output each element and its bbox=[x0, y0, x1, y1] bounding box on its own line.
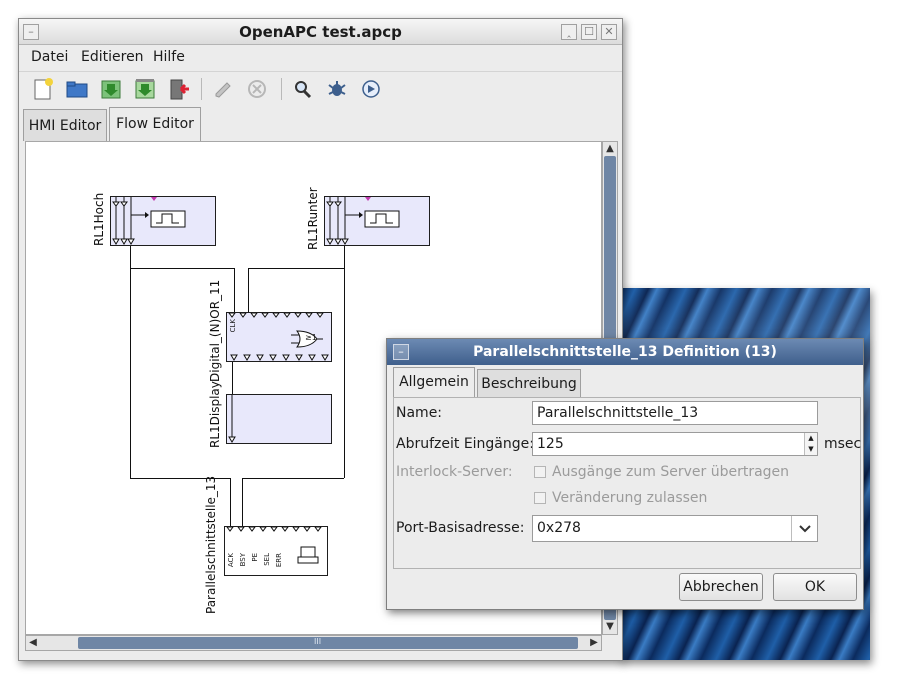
grip-icon: III bbox=[314, 637, 322, 646]
wire bbox=[230, 478, 231, 526]
send-outputs-label: Ausgänge zum Server übertragen bbox=[552, 464, 790, 480]
pin-label: PE bbox=[251, 553, 259, 562]
poll-time-unit: msec bbox=[824, 436, 862, 452]
cancel-icon[interactable] bbox=[243, 76, 271, 102]
wire bbox=[130, 242, 131, 478]
wire bbox=[130, 268, 234, 269]
scroll-down-icon[interactable]: ▼ bbox=[606, 621, 614, 632]
wire bbox=[248, 268, 249, 313]
ok-button[interactable]: OK bbox=[773, 573, 857, 601]
search-icon[interactable] bbox=[289, 76, 317, 102]
wire bbox=[248, 268, 344, 269]
toolbar-separator bbox=[281, 78, 282, 100]
allow-change-label: Veränderung zulassen bbox=[552, 490, 708, 506]
name-label: Name: bbox=[396, 405, 443, 421]
send-outputs-checkbox[interactable] bbox=[534, 466, 546, 478]
wire bbox=[130, 478, 230, 479]
close-icon[interactable]: ✕ bbox=[601, 24, 617, 40]
flow-block-rl1display[interactable] bbox=[226, 394, 332, 444]
wire bbox=[242, 478, 344, 479]
port-base-select[interactable]: 0x278 bbox=[532, 515, 818, 542]
exit-icon[interactable] bbox=[165, 76, 193, 102]
menu-editieren[interactable]: Editieren bbox=[81, 49, 144, 65]
definition-dialog: Parallelschnittstelle_13 Definition (13)… bbox=[386, 338, 864, 610]
poll-time-label: Abrufzeit Eingänge: bbox=[396, 436, 534, 452]
general-panel: Name: Parallelschnittstelle_13 Abrufzeit… bbox=[393, 397, 861, 569]
new-file-icon[interactable] bbox=[29, 76, 57, 102]
horizontal-scrollbar[interactable]: ◀ III ▶ bbox=[25, 635, 602, 651]
block-label: Parallelschnittstelle_13 bbox=[204, 475, 218, 614]
maximize-icon[interactable]: ☐ bbox=[581, 24, 597, 40]
poll-time-stepper[interactable]: ▲▼ bbox=[804, 433, 817, 455]
open-folder-icon[interactable] bbox=[63, 76, 91, 102]
tab-flow-editor[interactable]: Flow Editor bbox=[109, 107, 201, 142]
block-label: RL1Hoch bbox=[92, 192, 106, 246]
cancel-button[interactable]: Abbrechen bbox=[679, 573, 763, 601]
wire bbox=[242, 478, 243, 526]
block-label: Digital_(N)OR_11 bbox=[208, 279, 222, 382]
port-base-label: Port-Basisadresse: bbox=[396, 520, 525, 536]
wire bbox=[232, 362, 233, 394]
window-menu-icon[interactable]: – bbox=[23, 24, 39, 40]
dialog-title: Parallelschnittstelle_13 Definition (13) bbox=[387, 339, 863, 365]
menu-datei[interactable]: Datei bbox=[31, 49, 69, 65]
window-title: OpenAPC test.apcp bbox=[19, 19, 622, 45]
allow-change-checkbox[interactable] bbox=[534, 492, 546, 504]
menubar: Datei Editieren Hilfe bbox=[19, 45, 622, 69]
wire bbox=[344, 242, 345, 478]
pin-label: ACK bbox=[227, 553, 235, 568]
interlock-label: Interlock-Server: bbox=[396, 464, 513, 480]
save-icon[interactable] bbox=[97, 76, 125, 102]
pin-label: SEL bbox=[263, 553, 271, 566]
menu-hilfe[interactable]: Hilfe bbox=[153, 49, 185, 65]
minimize-icon[interactable]: ‸ bbox=[561, 24, 577, 40]
editor-tabs: HMI Editor Flow Editor bbox=[23, 107, 619, 142]
tab-hmi-editor[interactable]: HMI Editor bbox=[23, 109, 107, 141]
flow-block-parallel[interactable]: ACK BSY PE SEL ERR bbox=[224, 526, 328, 576]
gate-symbol: ≥1 bbox=[305, 333, 317, 342]
scroll-left-icon[interactable]: ◀ bbox=[29, 637, 37, 648]
window-menu-icon[interactable]: – bbox=[393, 344, 409, 360]
debug-icon[interactable] bbox=[323, 76, 351, 102]
tab-beschreibung[interactable]: Beschreibung bbox=[477, 369, 581, 398]
tab-allgemein[interactable]: Allgemein bbox=[393, 367, 475, 399]
block-label: RL1Display bbox=[208, 381, 222, 448]
pencil-icon[interactable] bbox=[209, 76, 237, 102]
flow-block-rl1runter[interactable] bbox=[324, 196, 430, 246]
chevron-down-icon[interactable] bbox=[791, 516, 817, 541]
toolbar bbox=[19, 71, 622, 105]
save-as-icon[interactable] bbox=[131, 76, 159, 102]
wire bbox=[234, 268, 235, 313]
pin-label: CLK bbox=[229, 319, 237, 333]
scroll-right-icon[interactable]: ▶ bbox=[590, 637, 598, 648]
toolbar-separator bbox=[201, 78, 202, 100]
pin-label: BSY bbox=[239, 553, 247, 567]
scroll-up-icon[interactable]: ▲ bbox=[606, 143, 614, 154]
name-field[interactable]: Parallelschnittstelle_13 bbox=[532, 401, 818, 425]
flow-block-rl1hoch[interactable] bbox=[110, 196, 216, 246]
horizontal-scroll-thumb[interactable]: III bbox=[78, 637, 578, 649]
poll-time-input[interactable]: 125 bbox=[532, 432, 818, 456]
flow-block-digital-nor[interactable]: CLK ≥1 bbox=[226, 312, 332, 362]
block-label: RL1Runter bbox=[306, 187, 320, 250]
play-icon[interactable] bbox=[357, 76, 385, 102]
pin-label: ERR bbox=[275, 553, 283, 568]
